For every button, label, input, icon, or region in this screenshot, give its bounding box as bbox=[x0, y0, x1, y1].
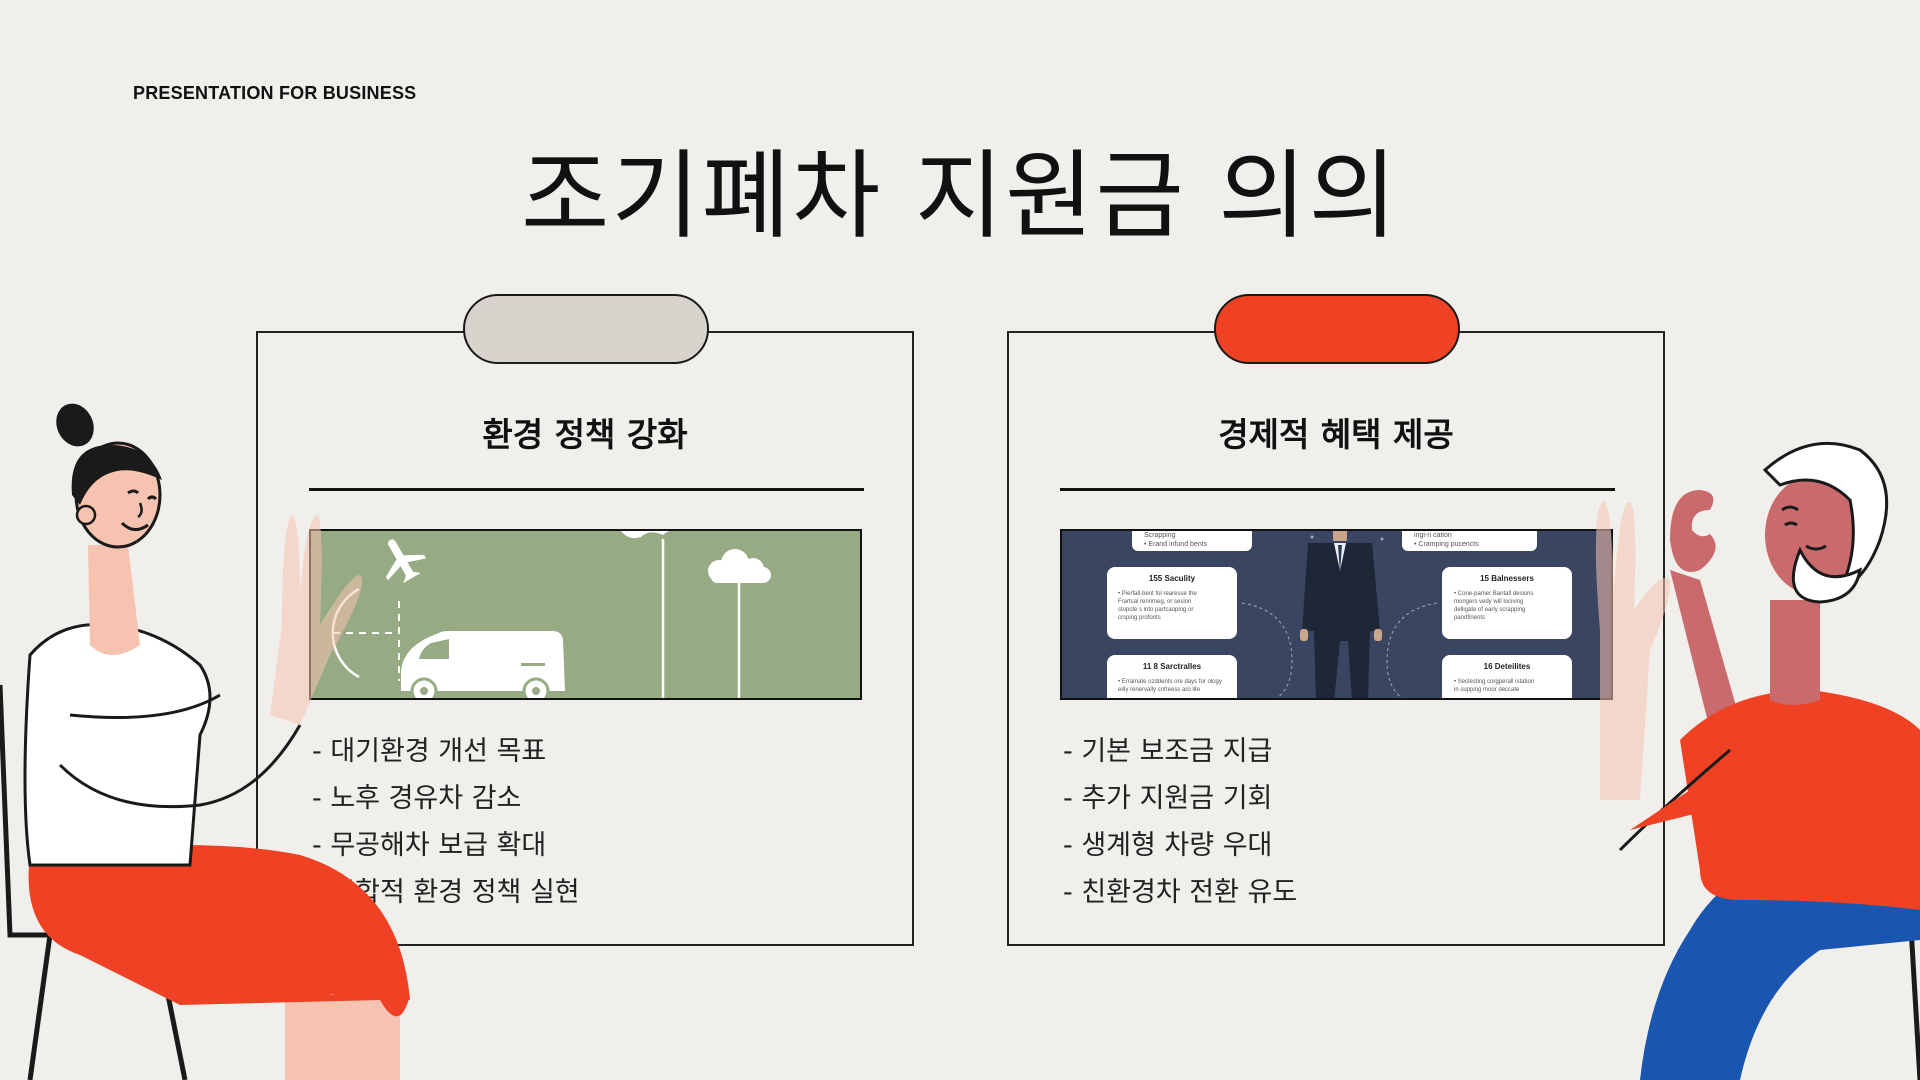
infographic-text: • Cone-pamer Bantall desions bbox=[1454, 591, 1533, 597]
old-man-illustration bbox=[1595, 441, 1920, 1080]
presentation-kicker: PRESENTATION FOR BUSINESS bbox=[133, 83, 417, 103]
list-item: - 생계형 차량 우대 bbox=[1063, 830, 1273, 861]
slide-title: 조기폐차 지원금 의의 bbox=[521, 140, 1399, 252]
infographic-text: • Erramate ozddents ore days for ology bbox=[1118, 679, 1222, 685]
infographic-text: mongers vedy will lociving bbox=[1454, 599, 1523, 605]
infographic-businessman: Scrapping • Erand infund bents ingi-n ca… bbox=[1062, 531, 1611, 698]
infographic-text: eilly renervally cnfreess aro lite bbox=[1118, 687, 1201, 693]
infographic-text: crsping profonts bbox=[1118, 615, 1161, 621]
card-tab-gray bbox=[463, 294, 709, 364]
infographic-text: ingi-n cation bbox=[1414, 532, 1452, 539]
infographic-text: 15 Balnessers bbox=[1480, 574, 1534, 583]
infographic-text: 16 Deteilites bbox=[1484, 662, 1531, 671]
infographic-text: 11 8 Sarctralles bbox=[1143, 662, 1202, 671]
infographic-text: delligate of early scrapping bbox=[1454, 607, 1525, 613]
infographic-text: • Cramping pucencts bbox=[1414, 541, 1479, 548]
list-item: - 기본 보조금 지급 bbox=[1063, 736, 1273, 767]
economic-bullet-list: - 기본 보조금 지급 - 추가 지원금 기회 - 생계형 차량 우대 - 친환… bbox=[1063, 728, 1297, 916]
card-heading-environment: 환경 정책 강화 bbox=[482, 415, 688, 454]
card-heading-economic: 경제적 혜택 제공 bbox=[1218, 415, 1454, 454]
infographic-text: 155 Saculity bbox=[1149, 574, 1196, 583]
infographic-text: Frartcal renrimeg, or sesion bbox=[1118, 599, 1191, 605]
infographic-text: • Erand infund bents bbox=[1144, 541, 1208, 548]
car-plane-illustration bbox=[311, 531, 860, 698]
card-divider bbox=[1060, 488, 1615, 491]
woman-illustration bbox=[0, 403, 411, 1080]
card-tab-red bbox=[1214, 294, 1460, 364]
infographic-text: pandfinents bbox=[1454, 615, 1485, 621]
list-item: - 친환경차 전환 유도 bbox=[1063, 877, 1298, 908]
car-plane-image bbox=[309, 529, 862, 700]
infographic-text: stopcte s into partcaoping or bbox=[1118, 607, 1193, 613]
list-item: - 추가 지원금 기회 bbox=[1063, 783, 1273, 814]
list-item: - 노후 경유차 감소 bbox=[312, 783, 522, 814]
list-item: - 대기환경 개선 목표 bbox=[312, 736, 547, 767]
list-item: - 무공해차 보급 확대 bbox=[312, 830, 547, 861]
infographic-text: • Pierfall-bent fol rearesse the bbox=[1118, 591, 1197, 597]
card-divider bbox=[309, 488, 864, 491]
infographic-text: Scrapping bbox=[1144, 532, 1176, 539]
infographic-text: • Seclesting corgperall istation bbox=[1454, 679, 1534, 685]
infographic-image: Scrapping • Erand infund bents ingi-n ca… bbox=[1060, 529, 1613, 700]
infographic-text: in supping moor deccate bbox=[1454, 687, 1520, 693]
